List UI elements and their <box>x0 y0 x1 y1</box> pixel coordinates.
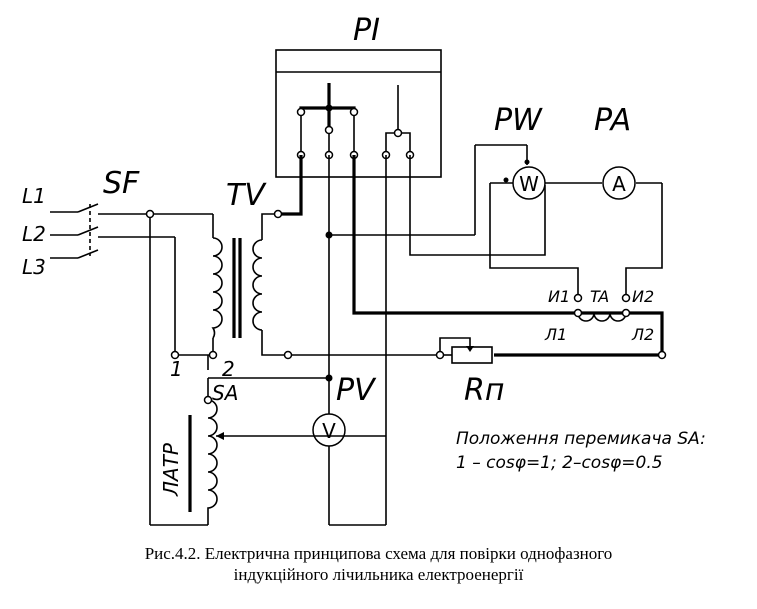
label-pw: PW <box>494 103 543 138</box>
label-l2: L2 <box>22 222 46 246</box>
label-pos2: 2 <box>222 357 235 381</box>
label-ll1: Л1 <box>544 325 567 344</box>
label-ta: TA <box>590 287 609 306</box>
label-pi: PI <box>353 13 380 48</box>
label-pa: PA <box>594 103 631 138</box>
label-ll2: Л2 <box>631 325 654 344</box>
terminal-rings <box>145 209 667 405</box>
supply-lines <box>50 211 78 259</box>
label-tv: TV <box>226 178 267 213</box>
junction-dots <box>325 104 333 382</box>
label-rp: Rп <box>464 373 504 408</box>
label-i1: И1 <box>548 287 570 306</box>
sa-note-line1: Положення перемикача SA: <box>456 429 706 449</box>
current-circuit <box>278 155 664 357</box>
label-l1: L1 <box>22 184 46 208</box>
circuit-breaker-sf <box>77 203 175 259</box>
label-pos1: 1 <box>170 357 183 381</box>
meter-terminals <box>296 107 415 160</box>
primary-wiring <box>149 213 214 526</box>
meter-v-label: V <box>322 419 336 443</box>
voltage-wiring <box>328 144 546 526</box>
label-pv: PV <box>336 373 377 408</box>
meter-w-label: W <box>519 172 539 196</box>
rheostat-rp <box>439 337 493 364</box>
label-latr: ЛАТР <box>159 442 183 497</box>
circuit-diagram: W A V <box>22 13 706 526</box>
figure-caption-line1: Рис.4.2. Електрична принципова схема для… <box>144 544 613 563</box>
sa-note-line2: 1 – cosφ=1; 2–cosφ=0.5 <box>456 453 663 473</box>
wattmeter-ammeter-wiring <box>489 182 663 298</box>
label-l3: L3 <box>22 255 46 279</box>
figure-caption-line2: індукційного лічильника електроенергії <box>233 565 524 584</box>
meter-a-label: A <box>612 172 626 196</box>
current-transformer-ta <box>573 293 631 322</box>
label-sf: SF <box>103 166 140 201</box>
ammeter-pa: A <box>602 166 636 200</box>
autotransformer-latr <box>188 399 386 525</box>
label-sa: SA <box>212 381 238 405</box>
label-i2: И2 <box>632 287 654 306</box>
wattmeter-pw: W <box>503 159 546 200</box>
voltmeter-pv: V <box>208 377 346 447</box>
transformer-tv <box>211 213 288 356</box>
